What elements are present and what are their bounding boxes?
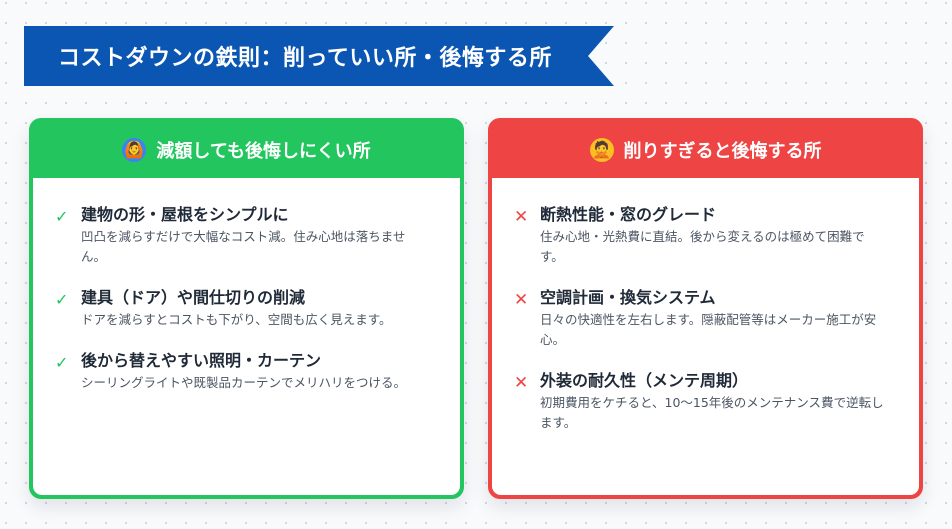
person-gesturing-ok-icon: 🙆 xyxy=(122,138,147,162)
card-title: 削りすぎると後悔する所 xyxy=(623,141,822,162)
list-item: ✕ 空調計画・換気システム 日々の快適性を左右します。隠蔽配管等はメーカー施工が… xyxy=(512,287,899,350)
list-item: ✓ 建物の形・屋根をシンプルに 凹凸を減らすだけで大幅なコスト減。住み心地は落ち… xyxy=(53,204,440,267)
check-icon: ✓ xyxy=(55,290,69,309)
ok-to-cut-card: 🙆 減額しても後悔しにくい所 ✓ 建物の形・屋根をシンプルに 凹凸を減らすだけで… xyxy=(29,118,464,499)
item-description: 住み心地・光熱費に直結。後から変えるのは極めて困難です。 xyxy=(540,229,865,264)
cross-icon: ✕ xyxy=(514,207,529,227)
item-title: 外装の耐久性（メンテ周期） xyxy=(540,371,749,390)
list-item: ✓ 建具（ドア）や間仕切りの削減 ドアを減らすとコストも下がり、空間も広く見えま… xyxy=(53,287,440,330)
check-icon: ✓ xyxy=(55,353,69,372)
card-header: 🙅 削りすぎると後悔する所 xyxy=(492,122,919,178)
list-item: ✕ 外装の耐久性（メンテ周期） 初期費用をケチると、10〜15年後のメンテナンス… xyxy=(512,370,899,433)
page-title: コストダウンの鉄則：削っていい所・後悔する所 xyxy=(58,46,552,71)
card-body: ✕ 断熱性能・窓のグレード 住み心地・光熱費に直結。後から変えるのは極めて困難で… xyxy=(492,178,919,495)
item-description: 凹凸を減らすだけで大幅なコスト減。住み心地は落ちません。 xyxy=(81,229,406,264)
list-item: ✓ 後から替えやすい照明・カーテン シーリングライトや既製品カーテンでメリハリを… xyxy=(53,350,440,393)
item-title: 空調計画・換気システム xyxy=(540,288,716,307)
item-title: 建物の形・屋根をシンプルに xyxy=(81,205,289,224)
item-description: ドアを減らすとコストも下がり、空間も広く見えます。 xyxy=(81,312,392,327)
cross-icon: ✕ xyxy=(514,290,529,310)
item-title: 建具（ドア）や間仕切りの削減 xyxy=(81,288,306,307)
item-title: 断熱性能・窓のグレード xyxy=(540,205,717,224)
check-icon: ✓ xyxy=(55,207,69,226)
item-description: シーリングライトや既製品カーテンでメリハリをつける。 xyxy=(81,375,407,390)
card-header: 🙆 減額しても後悔しにくい所 xyxy=(33,122,460,178)
item-description: 初期費用をケチると、10〜15年後のメンテナンス費で逆転します。 xyxy=(540,395,884,430)
card-body: ✓ 建物の形・屋根をシンプルに 凹凸を減らすだけで大幅なコスト減。住み心地は落ち… xyxy=(33,178,460,495)
list-item: ✕ 断熱性能・窓のグレード 住み心地・光熱費に直結。後から変えるのは極めて困難で… xyxy=(512,204,899,267)
card-title: 減額しても後悔しにくい所 xyxy=(156,141,371,162)
regret-if-cut-card: 🙅 削りすぎると後悔する所 ✕ 断熱性能・窓のグレード 住み心地・光熱費に直結。… xyxy=(488,118,923,499)
person-gesturing-no-icon: 🙅 xyxy=(589,138,614,162)
cross-icon: ✕ xyxy=(514,373,529,393)
item-description: 日々の快適性を左右します。隠蔽配管等はメーカー施工が安心。 xyxy=(540,312,877,347)
item-title: 後から替えやすい照明・カーテン xyxy=(81,351,322,370)
title-banner: コストダウンの鉄則：削っていい所・後悔する所 xyxy=(24,26,614,86)
